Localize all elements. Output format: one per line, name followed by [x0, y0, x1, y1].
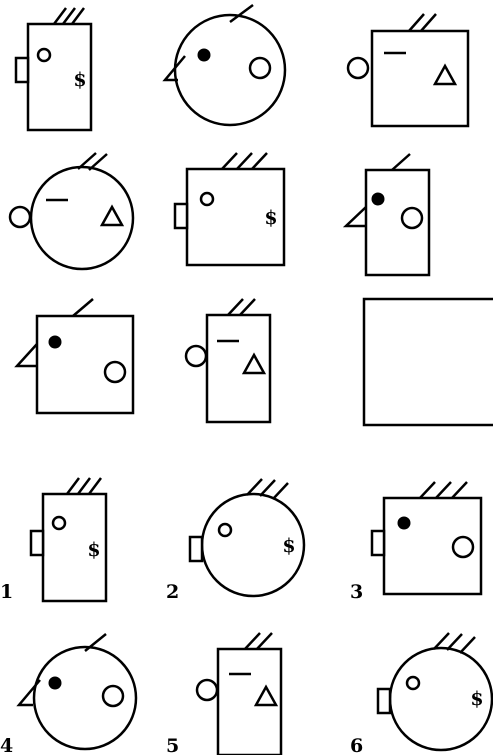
- answer-number-6: 6: [350, 735, 363, 755]
- hair-double-lines: [408, 13, 437, 32]
- hair-triple-lines: [53, 7, 85, 25]
- round-ear: [346, 56, 370, 80]
- answer-option-5[interactable]: 5: [166, 632, 283, 755]
- matrix-cell-4: [8, 152, 135, 271]
- triangle-nose: [162, 55, 186, 82]
- answer-number-5: 5: [166, 735, 179, 755]
- small-open-circle: [405, 675, 421, 691]
- matrix-cell-2: [162, 3, 287, 127]
- round-ear: [195, 678, 219, 702]
- matrix-cell-1: $: [14, 7, 93, 132]
- answer-number-4: 4: [0, 735, 13, 755]
- open-circle: [248, 56, 272, 80]
- matrix-cell-7: [14, 298, 135, 415]
- round-ear: [184, 344, 208, 368]
- dollar-symbol: $: [470, 688, 483, 710]
- triangle-mark: [99, 204, 125, 227]
- answer-number-1: 1: [0, 581, 13, 603]
- answer-number-2: 2: [166, 581, 179, 603]
- answer-option-4[interactable]: 4: [0, 633, 138, 755]
- square-ear: [376, 687, 392, 715]
- hair-triple-lines: [419, 481, 468, 499]
- open-circle: [101, 684, 125, 708]
- answer-option-1[interactable]: $ 1: [0, 477, 108, 603]
- hair-triple-lines: [221, 152, 268, 170]
- filled-dot: [48, 676, 62, 690]
- hair-double-lines: [227, 298, 256, 316]
- small-open-circle: [36, 47, 52, 63]
- hair-triple-lines: [66, 477, 102, 495]
- small-open-circle: [51, 515, 67, 531]
- small-open-circle: [217, 522, 233, 538]
- square-ear: [370, 529, 386, 557]
- rectangle-face: [41, 492, 108, 603]
- hair-double-lines: [244, 632, 273, 650]
- matrix-cell-8: [184, 298, 272, 424]
- filled-dot: [197, 48, 211, 62]
- hair-single-line: [391, 153, 411, 171]
- square-face: [370, 29, 470, 128]
- triangle-nose: [342, 206, 367, 228]
- matrix-cell-5: $: [173, 152, 286, 267]
- open-circle: [400, 206, 424, 230]
- open-circle: [103, 360, 127, 384]
- matrix-cell-6: [342, 153, 431, 277]
- square-ear: [188, 535, 204, 563]
- hair-triple-lines: [433, 632, 476, 654]
- triangle-mark: [253, 684, 279, 707]
- dollar-symbol: $: [87, 539, 100, 561]
- dollar-symbol: $: [73, 69, 86, 91]
- matrix-cell-3: [346, 13, 470, 128]
- filled-dot: [48, 335, 62, 349]
- triangle-mark: [432, 63, 458, 86]
- small-open-circle: [199, 191, 215, 207]
- answer-number-3: 3: [350, 581, 363, 603]
- square-ear: [29, 529, 45, 557]
- dollar-symbol: $: [282, 535, 295, 557]
- filled-dot: [371, 192, 385, 206]
- round-ear: [8, 205, 32, 229]
- answer-option-2[interactable]: $ 2: [166, 478, 306, 603]
- circle-face: [32, 645, 138, 751]
- answer-option-6[interactable]: $ 6: [350, 632, 493, 755]
- triangle-nose: [14, 343, 38, 368]
- hair-triple-lines: [246, 478, 289, 500]
- triangle-mark: [241, 352, 267, 375]
- hair-single-line: [72, 298, 94, 317]
- circle-face: [173, 13, 287, 127]
- filled-dot: [397, 516, 411, 530]
- answer-option-3[interactable]: 3: [350, 481, 483, 603]
- missing-answer-box: [362, 297, 493, 427]
- square-face: [185, 167, 286, 267]
- hair-double-lines: [77, 152, 108, 171]
- square-ear: [173, 202, 189, 230]
- open-circle: [451, 535, 475, 559]
- hair-single-line: [229, 3, 254, 24]
- hair-single-line: [84, 633, 107, 652]
- dollar-symbol: $: [264, 207, 277, 229]
- triangle-nose: [16, 679, 41, 707]
- square-ear: [14, 56, 30, 84]
